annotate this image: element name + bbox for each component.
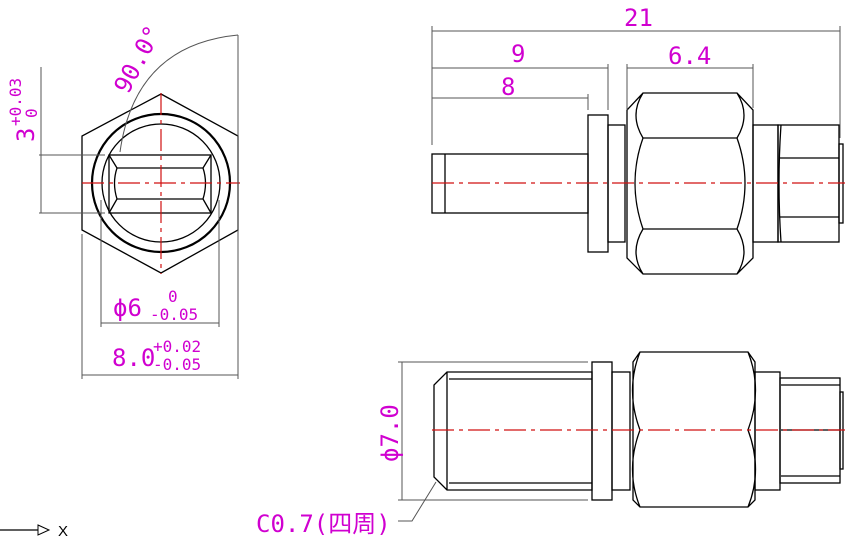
side-view: 21 9 8 6.4 [431, 4, 845, 275]
slot-width-dimension-lines [39, 67, 105, 214]
across-flats-value: 8.0 [112, 344, 155, 372]
diameter-upper-tol: 0 [168, 287, 178, 306]
across-flats-upper-tol: +0.02 [153, 337, 201, 356]
shaft-length-value: 8 [501, 73, 515, 101]
bottom-neck [754, 371, 781, 491]
rear-hex-edges [778, 124, 839, 243]
axis-indicator: X [0, 523, 68, 540]
diameter-value: ϕ6 [113, 294, 142, 322]
across-flats-lower-tol: -0.05 [153, 355, 201, 374]
across-flats-dimension-lines [81, 35, 239, 379]
chamfer-leader [398, 481, 437, 522]
bottom-diameter-value: ϕ7.0 [376, 404, 404, 462]
slot-width-value: 3 [12, 128, 40, 142]
bottom-view: ϕ7.0 C0.7(四周) [256, 351, 845, 538]
diameter-lower-tol: -0.05 [150, 305, 198, 324]
end-view: 3 +0.03 0 90.0° ϕ6 0 -0.05 8.0 +0.02 -0.… [6, 21, 240, 379]
chamfer-note: C0.7(四周) [256, 510, 391, 538]
hex-nut [626, 92, 754, 275]
slot-width-upper-tol: +0.03 [6, 78, 25, 126]
angle-dimension-arc [119, 34, 239, 153]
flange-length-value: 9 [511, 40, 525, 68]
slot-width-lower-tol: 0 [22, 108, 41, 118]
bottom-flange [591, 361, 613, 501]
slot-outer [108, 154, 212, 214]
bottom-diameter-dimension-lines [398, 361, 588, 501]
x-axis-label: X [58, 523, 68, 540]
slot-inner [108, 154, 212, 214]
angle-value: 90.0° [109, 21, 168, 98]
diameter-dimension-lines [100, 200, 220, 327]
body [433, 371, 593, 491]
overall-length-value: 21 [624, 4, 653, 32]
bottom-ring [611, 371, 631, 491]
hex-length-value: 6.4 [668, 42, 711, 70]
side-dimension-lines [431, 26, 841, 145]
x-axis-arrow-icon [37, 524, 51, 536]
